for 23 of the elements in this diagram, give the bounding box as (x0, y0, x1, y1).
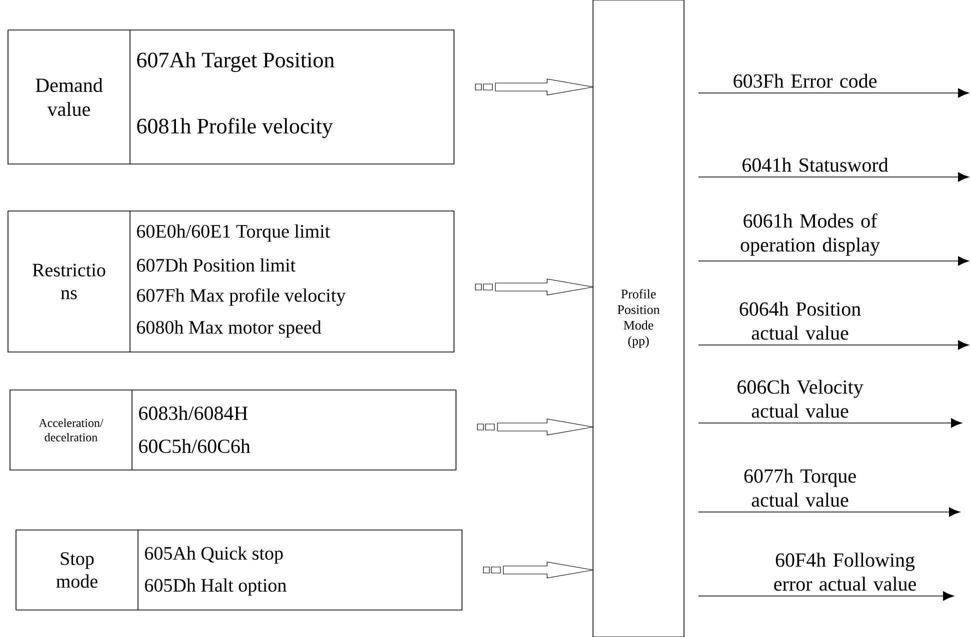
arrow (698, 507, 960, 517)
table-box: Demand value 607Ah Target Position 6081h Profile velocity (8, 30, 454, 164)
mode-box: Profile Position Mode (pp) (592, 0, 684, 637)
table-box: Acceleration/ decelration 6083h/6084H 60C5h/60C6h (10, 390, 456, 470)
edge-label: 60F4h Following error actual value (774, 552, 916, 591)
arrow (698, 591, 954, 601)
hollow-arrow (475, 278, 595, 296)
edge-label: 6061h Modes of operation display (740, 213, 880, 256)
hollow-arrow (483, 562, 595, 578)
arrow (698, 256, 969, 266)
edge-label: 603Fh Error code (734, 74, 877, 88)
edge-label: 6064h Position actual value (740, 302, 861, 340)
edge-label: 6041h Statusword (742, 158, 888, 172)
hollow-arrow (477, 418, 595, 436)
arrow (698, 172, 969, 182)
edge-label: 6077h Torque actual value (744, 468, 856, 507)
table-box: Restrictio ns 60E0h/60E1 Torque limit 607Dh Position limit 607Fh Max profile velocity 6080h Max motor speed (8, 210, 454, 352)
arrow (698, 418, 962, 428)
hollow-arrow (475, 78, 595, 96)
arrow (698, 340, 969, 350)
edge-label: 606Ch Velocity actual value (738, 380, 864, 418)
table-box: Stop mode 605Ah Quick stop 605Dh Halt option (16, 530, 462, 610)
arrow (698, 88, 969, 98)
